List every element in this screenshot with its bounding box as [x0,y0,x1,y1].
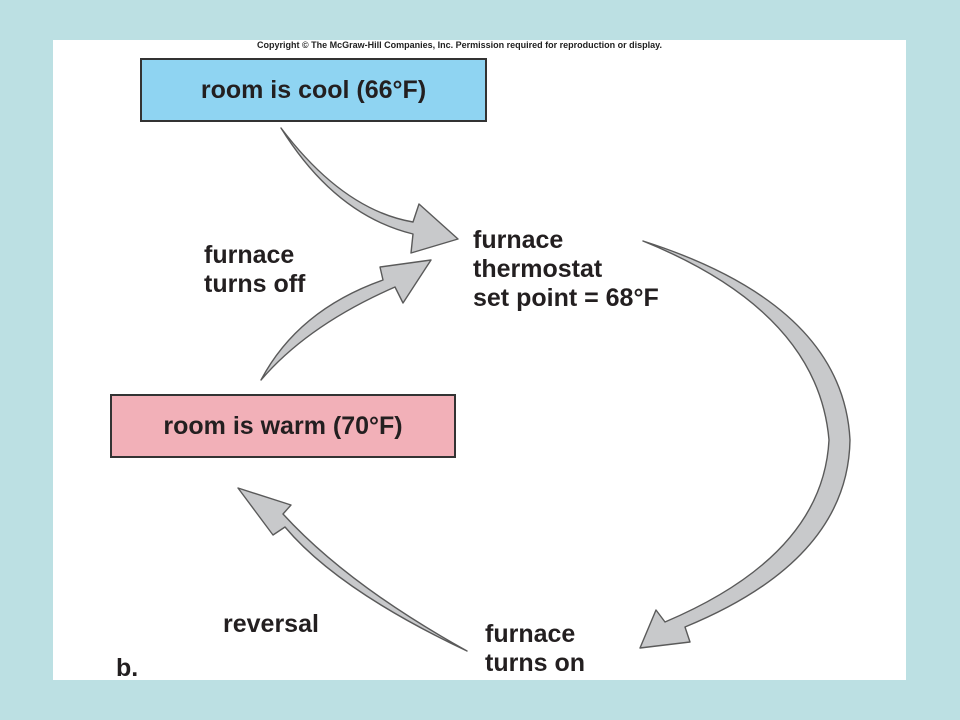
diagram-panel: Copyright © The McGraw-Hill Companies, I… [53,40,906,680]
copyright-notice: Copyright © The McGraw-Hill Companies, I… [256,40,663,50]
furnace-on-label: furnace turns on [485,620,585,678]
thermostat-line-1: furnace [473,226,564,254]
furnace-on-line-2: turns on [485,649,585,677]
thermostat-label: furnace thermostat set point = 68°F [473,226,659,313]
reversal-label: reversal [223,610,319,638]
thermostat-line-3: set point = 68°F [473,284,659,312]
furnace-off-line-1: furnace [204,241,295,269]
furnace-on-line-1: furnace [485,620,576,648]
arrow-thermostat-to-furnace [639,240,851,649]
arrow-reversal [237,487,468,652]
arrow-warm-to-thermostat [260,259,432,381]
furnace-off-line-2: turns off [204,270,306,298]
feedback-loop-arrows [237,127,851,652]
furnace-off-label: furnace turns off [204,241,305,299]
arrow-cool-to-thermostat [280,127,459,254]
thermostat-line-2: thermostat [473,255,603,283]
room-cool-box: room is cool (66°F) [140,58,487,122]
room-warm-box: room is warm (70°F) [110,394,456,458]
panel-label: b. [116,654,139,680]
